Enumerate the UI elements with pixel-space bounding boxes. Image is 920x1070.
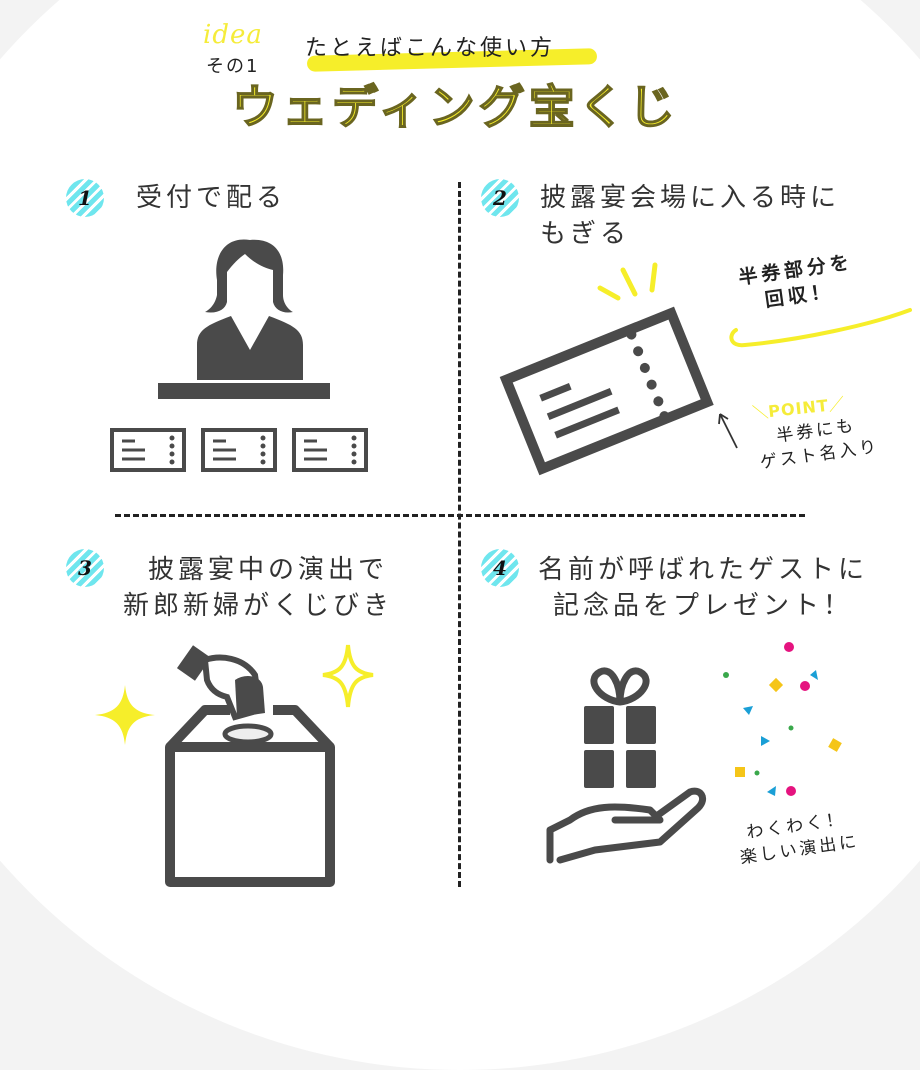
step-3-line-2: 新郎新婦がくじびき <box>123 591 394 621</box>
lottery-box-icon <box>95 644 374 887</box>
step-4-line-2: 記念品をプレゼント！ <box>553 591 854 621</box>
receptionist-with-tickets-icon <box>110 239 368 472</box>
step-number: 3 <box>78 556 92 580</box>
step-2-badge: 2 <box>481 179 519 217</box>
step-2-text: 披露宴会場に入る時に もぎる <box>540 180 840 252</box>
subtitle: たとえばこんな使い方 <box>305 36 556 61</box>
step-3-text: 披露宴中の演出で 新郎新婦がくじびき <box>123 552 393 624</box>
step-1-line-1: 受付で配る <box>136 183 287 213</box>
step-2-line-1: 披露宴会場に入る時に <box>540 183 841 213</box>
gift-in-hand-icon <box>546 667 706 864</box>
step-4-text: 名前が呼ばれたゲストに 記念品をプレゼント！ <box>538 552 868 624</box>
page-title: ウェディング宝くじ <box>231 80 679 134</box>
step-number: 1 <box>78 186 92 210</box>
step-4-line-1: 名前が呼ばれたゲストに <box>538 555 869 585</box>
step-1-text: 受付で配る <box>136 180 286 216</box>
vertical-divider <box>458 182 461 887</box>
step-3-line-1: 披露宴中の演出で <box>148 555 389 585</box>
idea-number: その1 <box>206 56 260 77</box>
step-4-badge: 4 <box>481 549 519 587</box>
horizontal-divider <box>115 514 805 517</box>
idea-label: idea <box>203 20 263 50</box>
step-number: 2 <box>493 186 507 210</box>
confetti-decoration <box>723 642 842 796</box>
step-3-badge: 3 <box>66 549 104 587</box>
step-2-line-2: もぎる <box>540 219 631 249</box>
step-1-badge: 1 <box>66 179 104 217</box>
step-number: 4 <box>493 556 507 580</box>
arrow-up-icon <box>718 413 738 449</box>
ticket-stub-icon <box>499 262 714 476</box>
yellow-swoosh <box>729 308 912 348</box>
subtitle-block: たとえばこんな使い方 <box>305 26 625 76</box>
